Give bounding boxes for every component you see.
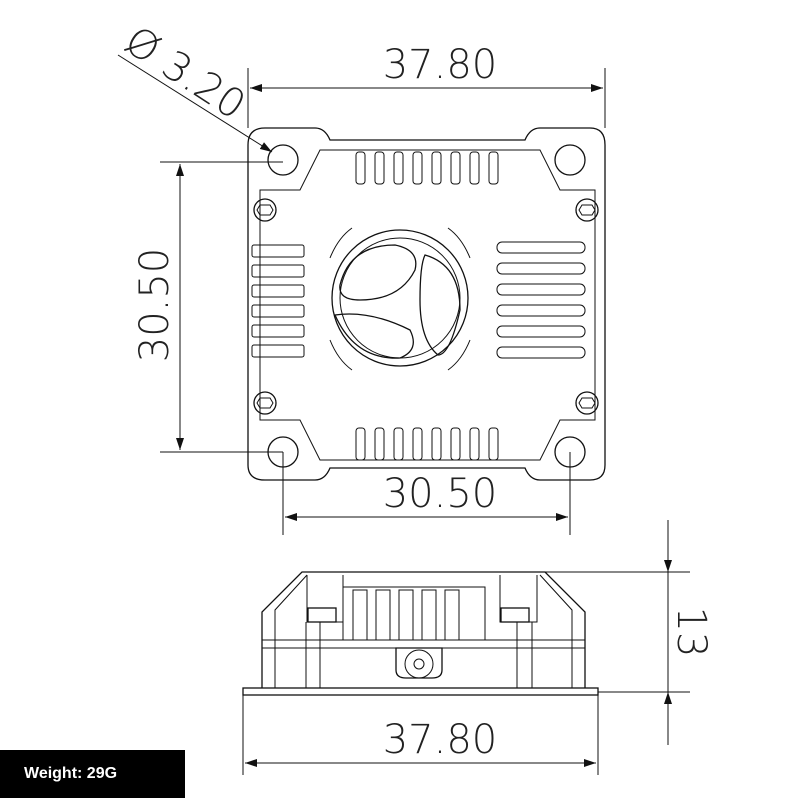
- top-view: [247, 127, 606, 481]
- fin: [355, 151, 366, 185]
- connector-pin: [251, 264, 305, 278]
- fin: [421, 589, 437, 641]
- dimension-label: 30.50: [383, 471, 498, 517]
- fin: [352, 589, 368, 641]
- dimension-height-side: 13: [545, 520, 714, 745]
- fan: [329, 227, 471, 371]
- connector-pin: [251, 284, 305, 298]
- dimension-hole-spacing-vertical: 30.50: [132, 161, 283, 453]
- dimension-label: 37.80: [383, 717, 498, 763]
- dimension-width-side: 37.80: [242, 695, 599, 775]
- vent-slot: [496, 262, 586, 275]
- connector-pin: [251, 324, 305, 338]
- fin: [450, 151, 461, 185]
- connector-pin: [251, 304, 305, 318]
- mounting-holes: [267, 144, 586, 468]
- fin: [393, 151, 404, 185]
- fin: [398, 589, 414, 641]
- fin: [488, 151, 499, 185]
- fin: [374, 427, 385, 461]
- fin: [431, 151, 442, 185]
- top-fins: [355, 151, 499, 185]
- screws: [253, 198, 599, 415]
- fin: [375, 589, 391, 641]
- vent-slot: [496, 241, 586, 254]
- left-connector: [251, 244, 305, 358]
- dimension-label: 13: [668, 607, 714, 658]
- side-view: [242, 571, 599, 696]
- dimension-label: Ø 3.20: [117, 18, 254, 129]
- fin: [444, 589, 460, 641]
- dimension-hole-spacing-horizontal: 30.50: [282, 452, 571, 535]
- fin: [355, 427, 366, 461]
- connector-pin: [251, 244, 305, 258]
- vent-slot: [496, 304, 586, 317]
- fin: [469, 151, 480, 185]
- dimension-label: 37.80: [383, 42, 498, 88]
- fin: [374, 151, 385, 185]
- fin: [488, 427, 499, 461]
- dimension-hole-diameter: Ø 3.20: [117, 18, 273, 153]
- bottom-fins: [355, 427, 499, 461]
- fin: [450, 427, 461, 461]
- side-vents: [496, 241, 586, 359]
- fin: [431, 427, 442, 461]
- fin: [469, 427, 480, 461]
- fin: [412, 427, 423, 461]
- vent-slot: [496, 346, 586, 359]
- dimension-width-top: 37.80: [247, 42, 606, 128]
- vent-slot: [496, 325, 586, 338]
- dimension-label: 30.50: [132, 248, 178, 363]
- fin: [412, 151, 423, 185]
- weight-label: Weight: 29G: [0, 750, 185, 798]
- fin: [393, 427, 404, 461]
- connector-pin: [251, 344, 305, 358]
- vent-slot: [496, 283, 586, 296]
